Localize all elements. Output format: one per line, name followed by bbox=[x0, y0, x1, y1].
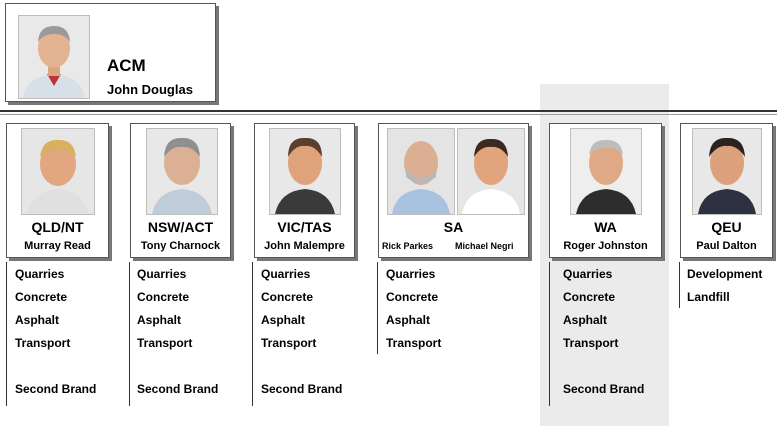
org-divider-line-secondary bbox=[0, 114, 777, 115]
manager-name-rick-parkes: Rick Parkes bbox=[382, 241, 434, 251]
region-name: WA bbox=[594, 219, 617, 235]
list-item: Asphalt bbox=[15, 313, 60, 327]
org-divider-line bbox=[0, 110, 777, 112]
ceo-name: John Douglas bbox=[107, 82, 193, 97]
manager-photo-murray-read bbox=[21, 128, 95, 215]
list-item: Asphalt bbox=[137, 313, 182, 327]
region-card-wa: WA Roger Johnston bbox=[549, 123, 662, 258]
list-item: Asphalt bbox=[386, 313, 431, 327]
region-card-qld-nt: QLD/NT Murray Read bbox=[6, 123, 109, 258]
list-item: Quarries bbox=[386, 267, 436, 281]
manager-name: John Malempre bbox=[264, 240, 345, 252]
manager-photo-paul-dalton bbox=[692, 128, 762, 215]
region-name: VIC/TAS bbox=[277, 219, 332, 235]
manager-photo-rick-parkes bbox=[387, 128, 455, 215]
manager-photo-john-malempre bbox=[269, 128, 341, 215]
region-name: QLD/NT bbox=[31, 219, 84, 235]
list-item: Concrete bbox=[15, 290, 68, 304]
list-item: Transport bbox=[261, 336, 317, 350]
manager-photo-michael-negri bbox=[457, 128, 525, 215]
division-list-wa: Quarries Concrete Asphalt Transport bbox=[563, 263, 618, 355]
manager-name: Paul Dalton bbox=[696, 240, 757, 252]
division-list-qld-nt: Quarries Concrete Asphalt Transport bbox=[15, 263, 70, 355]
list-item: Transport bbox=[137, 336, 193, 350]
list-item: Concrete bbox=[137, 290, 190, 304]
second-brand-label: Second Brand bbox=[563, 382, 645, 396]
division-list-vic-tas: Quarries Concrete Asphalt Transport bbox=[261, 263, 316, 355]
list-item: Development bbox=[687, 267, 763, 281]
column-line-vic-tas bbox=[252, 262, 253, 406]
division-list-nsw-act: Quarries Concrete Asphalt Transport bbox=[137, 263, 192, 355]
list-item: Transport bbox=[386, 336, 442, 350]
list-item: Quarries bbox=[563, 267, 613, 281]
second-brand-label: Second Brand bbox=[137, 382, 219, 396]
column-line-qld-nt bbox=[6, 262, 7, 406]
manager-name: Murray Read bbox=[24, 240, 91, 252]
list-item: Landfill bbox=[687, 290, 730, 304]
manager-name-michael-negri: Michael Negri bbox=[455, 241, 514, 251]
region-name: QEU bbox=[711, 219, 742, 235]
person-photo-icon bbox=[19, 16, 89, 98]
region-card-qeu: QEU Paul Dalton bbox=[680, 123, 773, 258]
region-name: SA bbox=[443, 219, 464, 235]
list-item: Transport bbox=[15, 336, 71, 350]
region-name: NSW/ACT bbox=[147, 219, 214, 235]
division-list-qeu: Development Landfill bbox=[687, 263, 762, 309]
division-list-sa: Quarries Concrete Asphalt Transport bbox=[386, 263, 441, 355]
second-brand-label: Second Brand bbox=[261, 382, 343, 396]
ceo-title: ACM bbox=[107, 56, 146, 75]
list-item: Quarries bbox=[15, 267, 65, 281]
list-item: Asphalt bbox=[563, 313, 608, 327]
manager-name: Tony Charnock bbox=[140, 240, 221, 252]
list-item: Concrete bbox=[261, 290, 314, 304]
list-item: Quarries bbox=[137, 267, 187, 281]
list-item: Asphalt bbox=[261, 313, 306, 327]
manager-photo-tony-charnock bbox=[146, 128, 218, 215]
column-line-sa bbox=[377, 262, 378, 354]
list-item: Concrete bbox=[563, 290, 616, 304]
list-item: Concrete bbox=[386, 290, 439, 304]
ceo-photo bbox=[18, 15, 90, 99]
list-item: Transport bbox=[563, 336, 619, 350]
region-card-sa: SA Rick Parkes Michael Negri bbox=[378, 123, 529, 258]
region-card-vic-tas: VIC/TAS John Malempre bbox=[254, 123, 355, 258]
region-card-nsw-act: NSW/ACT Tony Charnock bbox=[130, 123, 231, 258]
column-line-wa bbox=[549, 262, 550, 406]
ceo-card: ACM John Douglas bbox=[5, 3, 216, 102]
second-brand-label: Second Brand bbox=[15, 382, 97, 396]
list-item: Quarries bbox=[261, 267, 311, 281]
column-line-qeu bbox=[679, 262, 680, 308]
manager-photo-roger-johnston bbox=[570, 128, 642, 215]
manager-name: Roger Johnston bbox=[563, 240, 648, 252]
column-line-nsw-act bbox=[129, 262, 130, 406]
